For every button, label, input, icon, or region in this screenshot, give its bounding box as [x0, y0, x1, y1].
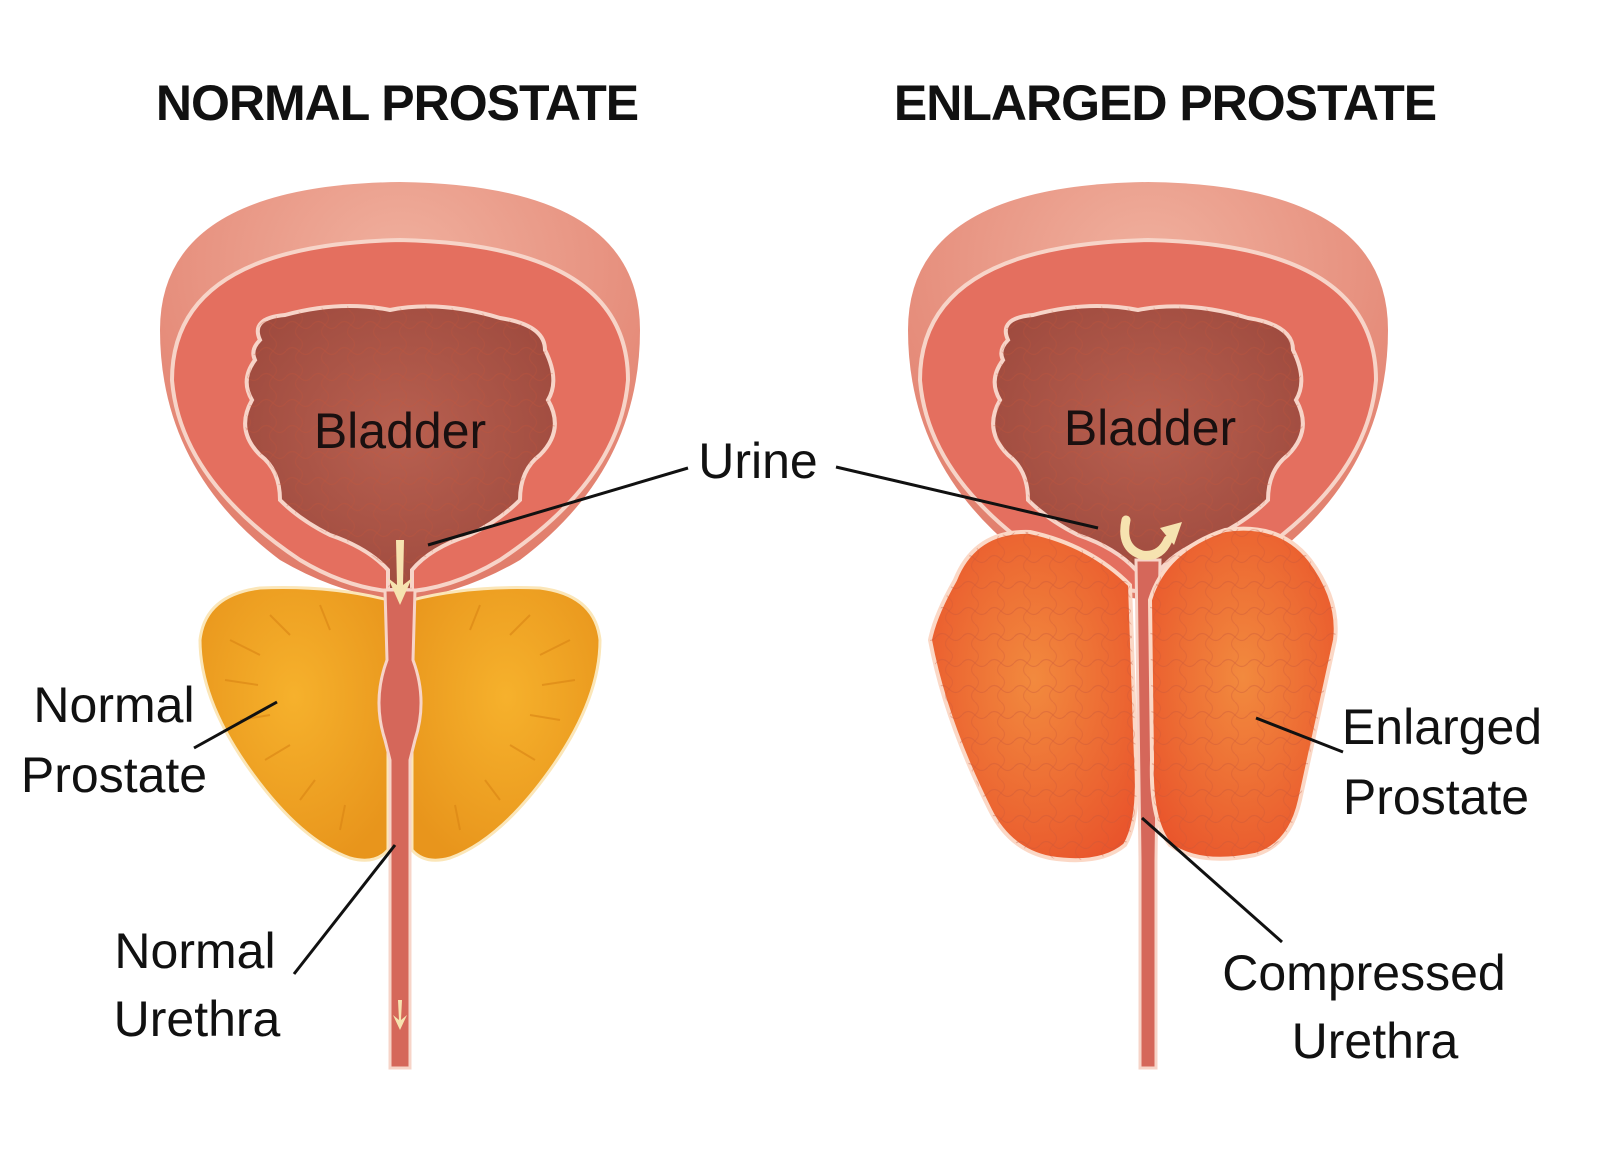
normal-urethra-label-line1: Normal — [114, 923, 275, 979]
title-enlarged-prostate: ENLARGED PROSTATE — [894, 75, 1436, 131]
bladder-label-left: Bladder — [314, 403, 486, 459]
leader-urine-left — [427, 466, 689, 547]
urine-arrow-blocked-head — [1160, 522, 1182, 545]
enlarged-prostate-label-line1: Enlarged — [1342, 699, 1542, 755]
leader-urine-right — [835, 465, 1099, 530]
title-normal-prostate: NORMAL PROSTATE — [156, 75, 638, 131]
normal-prostate-illustration — [160, 182, 640, 1070]
urine-arrow-blocked — [1120, 515, 1173, 560]
normal-urethra — [377, 588, 423, 1070]
leader-normal-urethra — [292, 844, 397, 975]
normal-prostate-label-line2: Prostate — [21, 747, 207, 803]
enlarged-prostate-texture-left — [930, 531, 1137, 861]
compressed-urethra-label-line2: Urethra — [1292, 1013, 1459, 1069]
bladder-texture-left — [245, 306, 555, 590]
normal-prostate-right-lobe — [410, 586, 602, 862]
leader-normal-prostate — [193, 700, 278, 750]
leader-compressed-urethra — [1141, 816, 1283, 944]
compressed-urethra-label-line1: Compressed — [1222, 945, 1505, 1001]
enlarged-prostate-texture-right — [1150, 528, 1336, 859]
urine-arrow-normal-bottom — [393, 1000, 407, 1030]
normal-urethra-label-line2: Urethra — [114, 991, 281, 1047]
urine-arrow-normal-top — [388, 540, 412, 605]
normal-prostate-label-line1: Normal — [33, 677, 194, 733]
urine-label: Urine — [698, 433, 817, 489]
enlarged-prostate-label-line2: Prostate — [1343, 769, 1529, 825]
bladder-label-right: Bladder — [1064, 400, 1236, 456]
normal-prostate-texture — [224, 604, 576, 831]
bladder-texture-right — [993, 306, 1303, 570]
normal-prostate-left-lobe — [198, 586, 390, 862]
enlarged-prostate-illustration — [908, 182, 1388, 1070]
leader-enlarged-prostate — [1255, 716, 1344, 754]
